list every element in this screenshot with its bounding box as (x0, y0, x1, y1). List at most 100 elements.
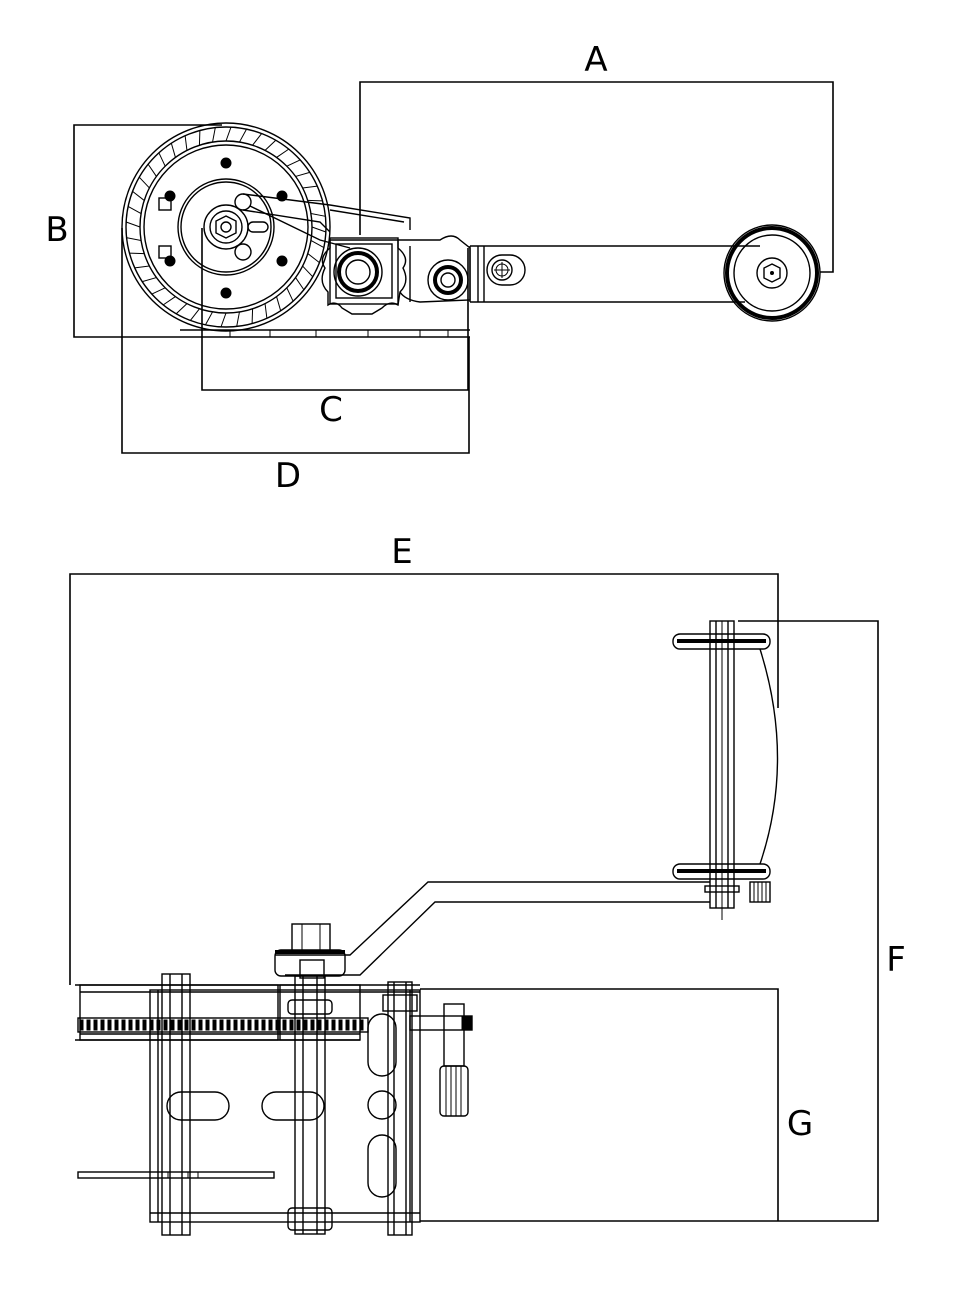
chain-link (93, 1019, 98, 1031)
sprocket-tooth (310, 213, 326, 217)
dimension-frame-g (420, 988, 779, 1221)
chain-link (114, 1019, 119, 1031)
chain-link (184, 1019, 189, 1031)
chain-link (296, 1019, 301, 1031)
crank-bolt (409, 1003, 473, 1117)
idler-bracket (398, 235, 760, 303)
dimension-label-d: D (275, 456, 301, 496)
sprocket-tooth (295, 277, 305, 291)
dimension-label-e: E (391, 532, 412, 572)
tensioner-arm (242, 193, 411, 249)
sprocket-tooth (162, 296, 176, 306)
sprocket-tooth (151, 287, 166, 295)
sprocket-tooth (142, 277, 157, 283)
dimension-frame-c (201, 228, 469, 391)
sprocket-tooth (276, 296, 282, 311)
chain-link (149, 1019, 154, 1031)
sprocket-tooth (138, 176, 150, 189)
chain-link (212, 1019, 217, 1031)
sprocket-tooth (311, 226, 327, 233)
chain-link (331, 1019, 336, 1031)
chain-link (177, 1019, 182, 1031)
sprocket-tooth (220, 312, 227, 328)
sprocket-tooth (236, 311, 240, 327)
side-view: E F G (69, 532, 906, 1236)
chain-link (247, 1019, 252, 1031)
top-view: A B C D (45, 40, 834, 496)
chain-link (142, 1019, 147, 1031)
frame-body (75, 984, 421, 1223)
sprocket-tooth (276, 148, 290, 158)
sprocket-tooth (310, 240, 325, 248)
dimension-frame-f (420, 620, 879, 1222)
sprocket-tooth (264, 139, 277, 151)
chain-link (156, 1019, 161, 1031)
chain-link (121, 1019, 126, 1031)
chain-link (275, 1019, 280, 1031)
sprocket-tooth (239, 128, 247, 143)
sprocket-tooth (264, 303, 268, 319)
sprocket-tooth (175, 303, 188, 315)
chain-links (79, 1019, 364, 1031)
chain-link (163, 1019, 168, 1031)
dimension-label-a: A (584, 40, 607, 80)
chain-link (338, 1019, 343, 1031)
large-sprocket-wheel (121, 122, 331, 332)
sprocket-tooth (302, 185, 318, 189)
pinion-sprocket (321, 237, 407, 315)
chain-link (268, 1019, 273, 1031)
base-plate (180, 329, 470, 337)
sprocket-tooth (302, 265, 314, 278)
chain-link (345, 1019, 350, 1031)
sprocket-teeth (125, 126, 327, 328)
chain-link (359, 1019, 364, 1031)
sprocket-tooth (252, 133, 263, 146)
roller-assembly (672, 620, 779, 920)
sprocket-tooth (225, 126, 232, 142)
sprocket-tooth (205, 311, 213, 326)
dimension-frame-a (359, 81, 834, 273)
chain-link (107, 1019, 112, 1031)
dimension-frame-b (73, 124, 470, 338)
dimension-label-c: C (319, 390, 343, 430)
chain-link (282, 1019, 287, 1031)
chain-link (317, 1019, 322, 1031)
chain-band (77, 1017, 369, 1033)
chain-link (352, 1019, 357, 1031)
sprocket-tooth (307, 253, 320, 264)
chain-link (128, 1019, 133, 1031)
chain-link (135, 1019, 140, 1031)
sprocket-tooth (147, 163, 157, 177)
shafts (161, 973, 418, 1236)
arm-clamp (274, 923, 346, 979)
chain-link (191, 1019, 196, 1031)
sprocket-tooth (125, 221, 141, 228)
chain-link (170, 1019, 175, 1031)
dimension-label-b: B (45, 210, 68, 250)
chain-link (205, 1019, 210, 1031)
dimension-label-g: G (787, 1104, 813, 1144)
sprocket-tooth (158, 152, 166, 167)
chain-link (310, 1019, 315, 1031)
sprocket-tooth (286, 287, 294, 302)
chain-link (226, 1019, 231, 1031)
chain-link (219, 1019, 224, 1031)
sprocket-tooth (170, 143, 176, 158)
chain-link (289, 1019, 294, 1031)
dimension-frame-e (69, 573, 779, 985)
chain-link (240, 1019, 245, 1031)
sprocket-tooth (212, 127, 216, 143)
sprocket-tooth (295, 171, 310, 177)
sprocket-tooth (127, 206, 142, 214)
chain-link (233, 1019, 238, 1031)
chain-link (303, 1019, 308, 1031)
sprocket-tooth (286, 159, 301, 167)
chain-link (198, 1019, 203, 1031)
bent-arm (275, 881, 710, 976)
sprocket-tooth (189, 308, 200, 321)
sprocket-tooth (184, 135, 188, 151)
dimension-frame-d (121, 228, 470, 454)
sprocket-tooth (134, 265, 150, 269)
chain-link (254, 1019, 259, 1031)
